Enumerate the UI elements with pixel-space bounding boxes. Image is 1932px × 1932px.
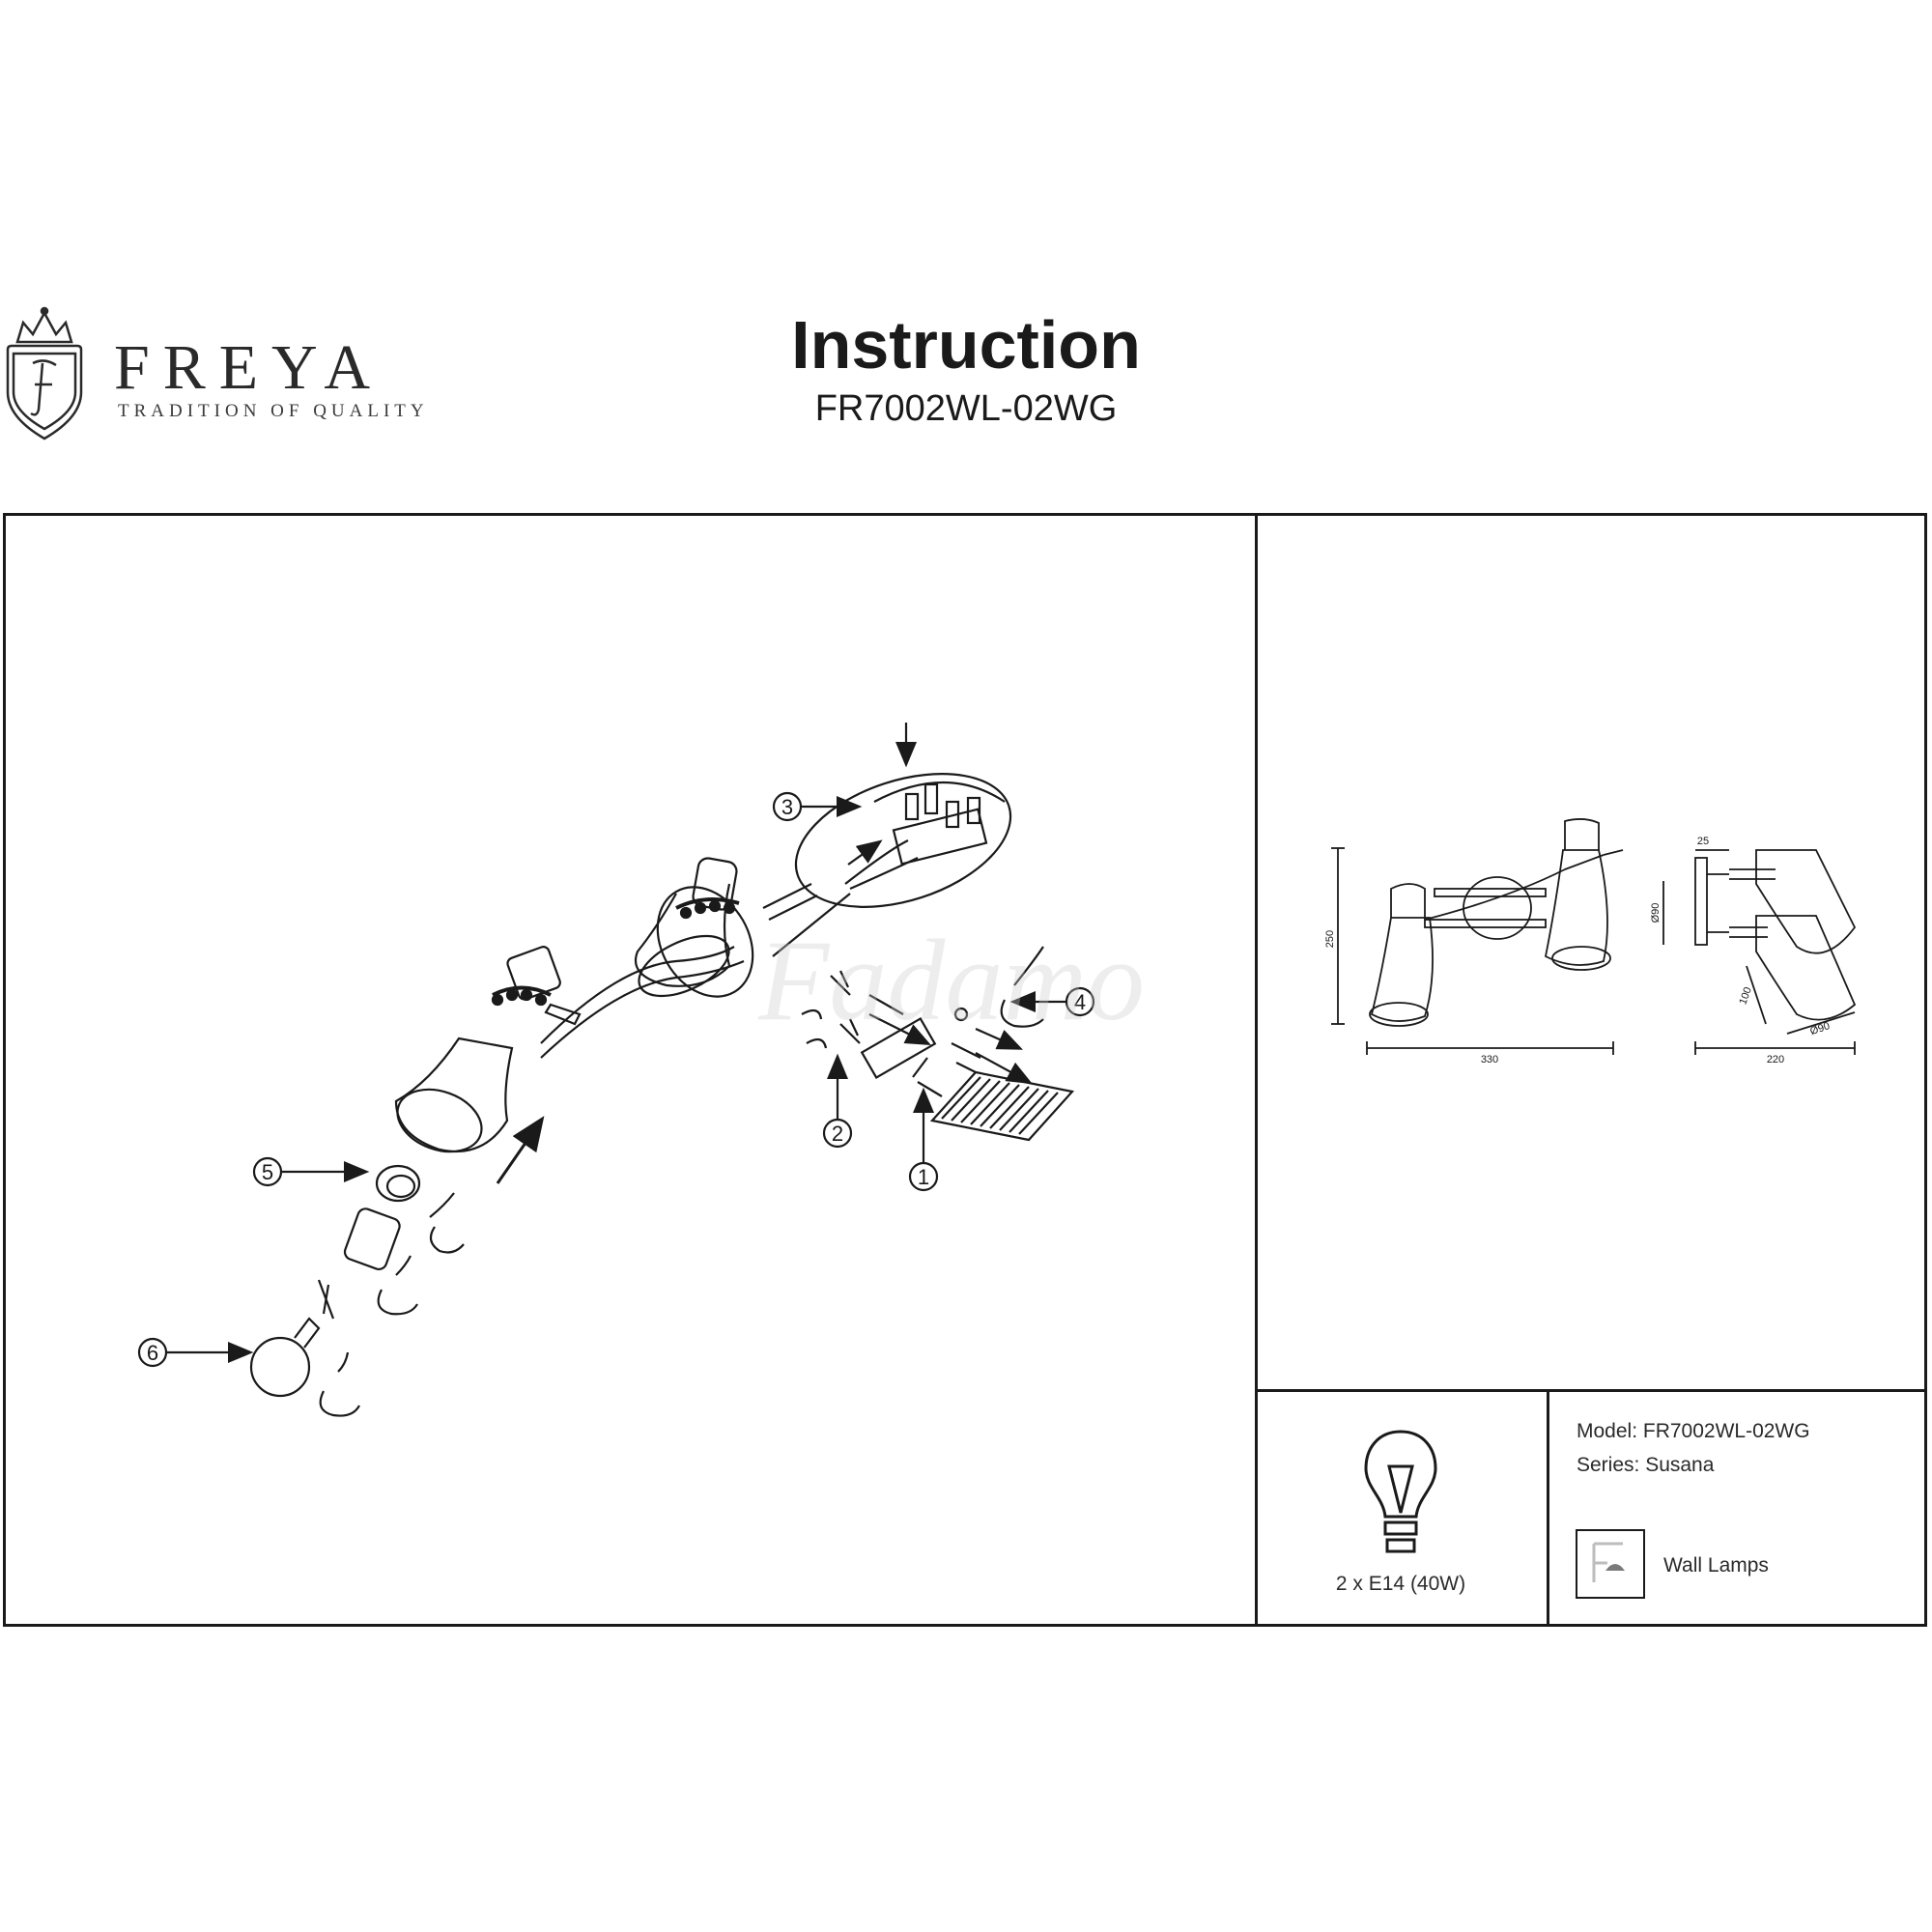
brand-tagline: TRADITION OF QUALITY <box>118 401 429 421</box>
callout-5: 5 <box>262 1160 273 1184</box>
callout-1: 1 <box>918 1165 929 1189</box>
callout-2: 2 <box>832 1122 843 1146</box>
page-title: Instruction <box>791 307 1141 383</box>
dim-shade-diameter: Ø90 <box>1650 903 1662 923</box>
watermark: Fadamo <box>757 916 1145 1044</box>
lamp-type: Wall Lamps <box>1663 1554 1769 1577</box>
wall-lamp-icon <box>1576 1529 1645 1599</box>
dim-height: 250 <box>1324 930 1336 948</box>
series-line: Series: Susana <box>1577 1454 1715 1476</box>
dim-shade-diameter-2: Ø90 <box>1808 1020 1831 1037</box>
wiring-detail-oval <box>794 773 1012 908</box>
brand-name: FREYA <box>114 332 384 403</box>
instruction-frame <box>3 513 1927 1627</box>
callout-6: 6 <box>147 1341 158 1365</box>
light-bulb-icon <box>1364 1430 1437 1553</box>
crown-shield-icon <box>6 306 83 440</box>
dim-width: 330 <box>1481 1054 1498 1065</box>
dim-mount: 25 <box>1697 836 1709 847</box>
frame-divider-vertical <box>1255 513 1258 1627</box>
frame-divider-horizontal <box>1255 1389 1927 1392</box>
model-number: FR7002WL-02WG <box>814 388 1118 429</box>
frame-divider-spec <box>1547 1389 1549 1627</box>
model-line: Model: FR7002WL-02WG <box>1577 1420 1810 1442</box>
dim-arm: 100 <box>1737 985 1754 1006</box>
callout-3: 3 <box>781 795 793 819</box>
light-bulb-part <box>249 1336 311 1398</box>
bulb-spec: 2 x E14 (40W) <box>1335 1573 1466 1595</box>
callout-4: 4 <box>1074 990 1086 1014</box>
dim-depth: 220 <box>1767 1054 1784 1065</box>
